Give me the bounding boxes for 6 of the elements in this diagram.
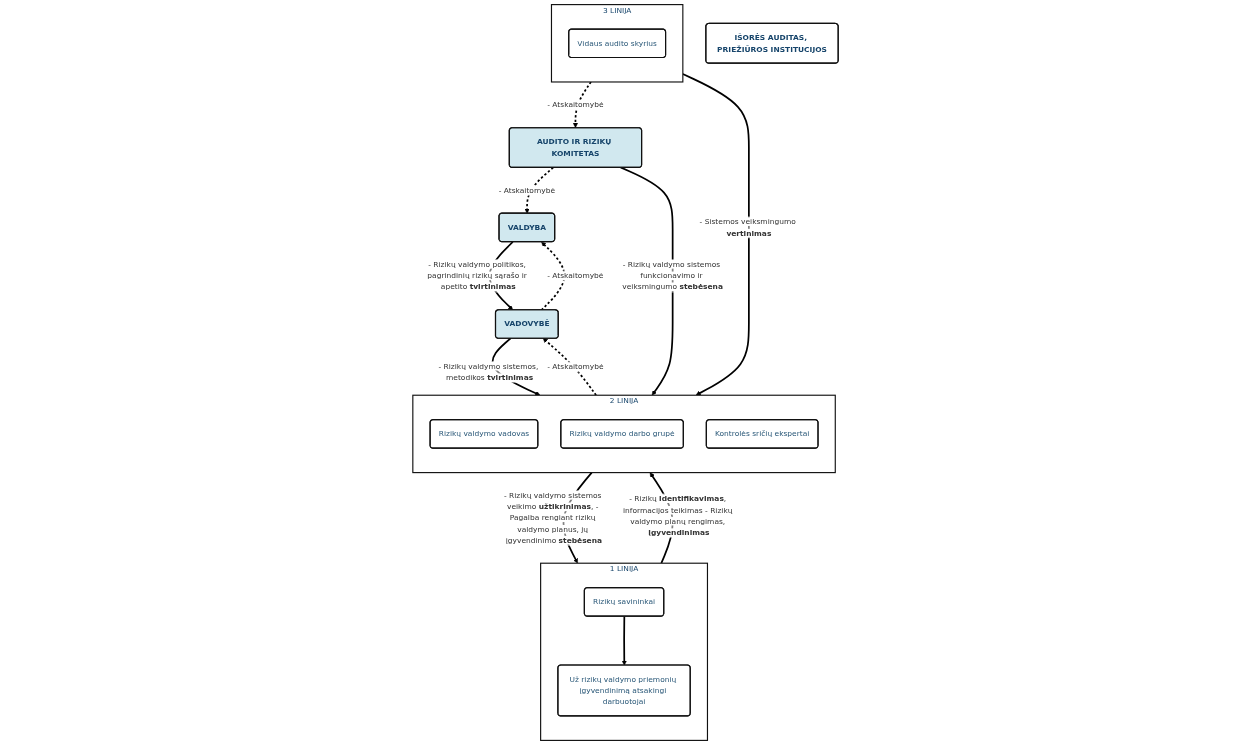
arrow xyxy=(542,338,597,397)
arrow xyxy=(621,615,627,666)
arrow xyxy=(540,241,566,311)
arrow xyxy=(572,81,592,128)
arrow xyxy=(619,166,674,396)
arrow xyxy=(524,166,555,214)
